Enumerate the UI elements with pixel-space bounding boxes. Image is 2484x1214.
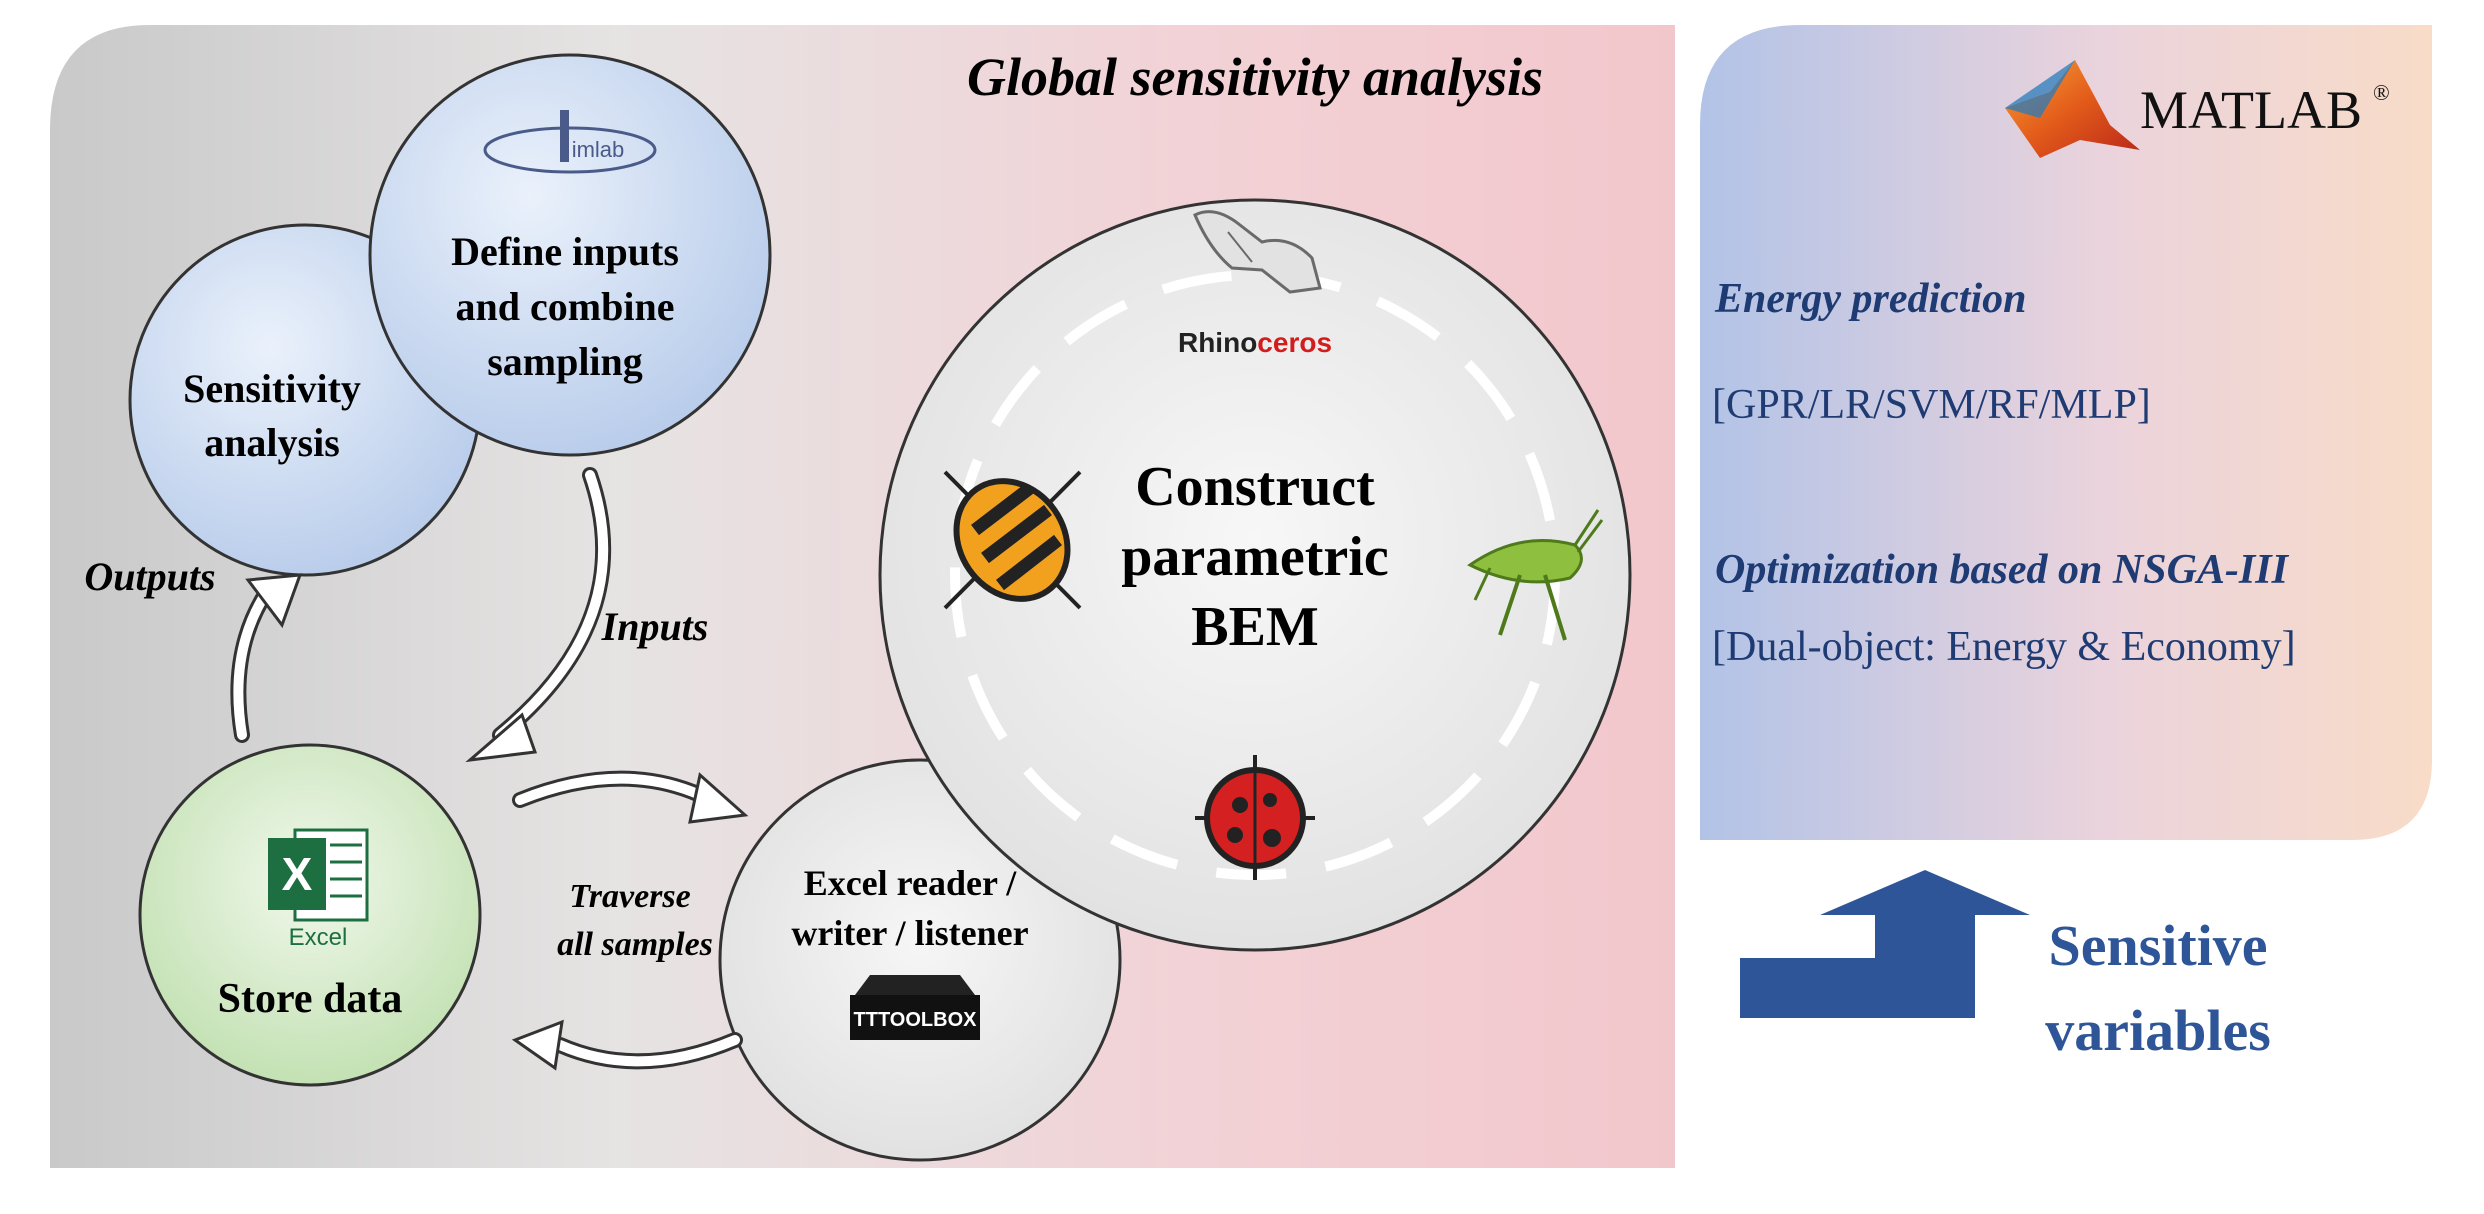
honeybee-icon <box>943 470 1082 610</box>
sensitive-variables-arrow <box>1740 870 2030 1018</box>
rhino-icon <box>1193 210 1322 294</box>
bem-label-2: parametric <box>1121 526 1388 588</box>
grasshopper-icon <box>1467 509 1604 641</box>
excel-reader-label-2: writer / listener <box>791 913 1028 953</box>
traverse-label-2: all samples <box>557 926 713 963</box>
matlab-panel <box>1700 25 2432 840</box>
bem-circle <box>878 198 1632 952</box>
define-label-3: sampling <box>487 339 643 384</box>
panel-title: Global sensitivity analysis <box>967 47 1543 107</box>
simlab-logo-text: imlab <box>572 137 625 162</box>
inputs-arrow <box>465 467 612 763</box>
optimization-title: Optimization based on NSGA-III <box>1715 547 2290 593</box>
traverse-forward-arrow <box>512 770 749 824</box>
sensitive-label-2: variables <box>2045 998 2271 1063</box>
ttoolbox-logo-text: TTTOOLBOX <box>854 1009 978 1031</box>
traverse-label-1: Traverse <box>569 878 690 915</box>
inputs-label: Inputs <box>601 604 709 649</box>
store-data-label: Store data <box>218 976 403 1022</box>
define-label-2: and combine <box>456 284 675 329</box>
matlab-registered: ® <box>2373 80 2390 105</box>
energy-models-text: [GPR/LR/SVM/RF/MLP] <box>1712 382 2151 428</box>
bem-label-3: BEM <box>1191 596 1319 658</box>
excel-icon: X <box>268 828 369 922</box>
outputs-arrow <box>230 573 303 743</box>
sensitivity-label-2: analysis <box>204 420 340 465</box>
rhinoceros-logo-part-a: Rhino <box>1178 327 1257 358</box>
traverse-back-arrow <box>511 1019 743 1071</box>
matlab-logo-text: MATLAB <box>2140 80 2362 140</box>
excel-logo-text: Excel <box>289 924 348 951</box>
excel-icon-letter: X <box>282 848 313 900</box>
outputs-label: Outputs <box>84 554 215 599</box>
simlab-logo: imlab <box>483 110 657 174</box>
sensitive-label-1: Sensitive <box>2048 913 2267 978</box>
matlab-logo-icon <box>2005 60 2140 158</box>
ladybug-icon <box>1195 755 1315 880</box>
define-label-1: Define inputs <box>451 229 679 274</box>
energy-prediction-title: Energy prediction <box>1714 276 2027 322</box>
rhinoceros-logo: Rhinoceros <box>1178 327 1332 358</box>
excel-reader-label-1: Excel reader / <box>804 863 1018 903</box>
ttoolbox-icon: TTTOOLBOX <box>850 975 980 1040</box>
rhinoceros-logo-part-b: ceros <box>1257 327 1332 358</box>
sensitivity-label-1: Sensitivity <box>183 366 361 411</box>
define-inputs-circle <box>368 53 772 457</box>
bem-label-1: Construct <box>1135 456 1375 518</box>
optimization-objectives-text: [Dual-object: Energy & Economy] <box>1712 624 2296 670</box>
